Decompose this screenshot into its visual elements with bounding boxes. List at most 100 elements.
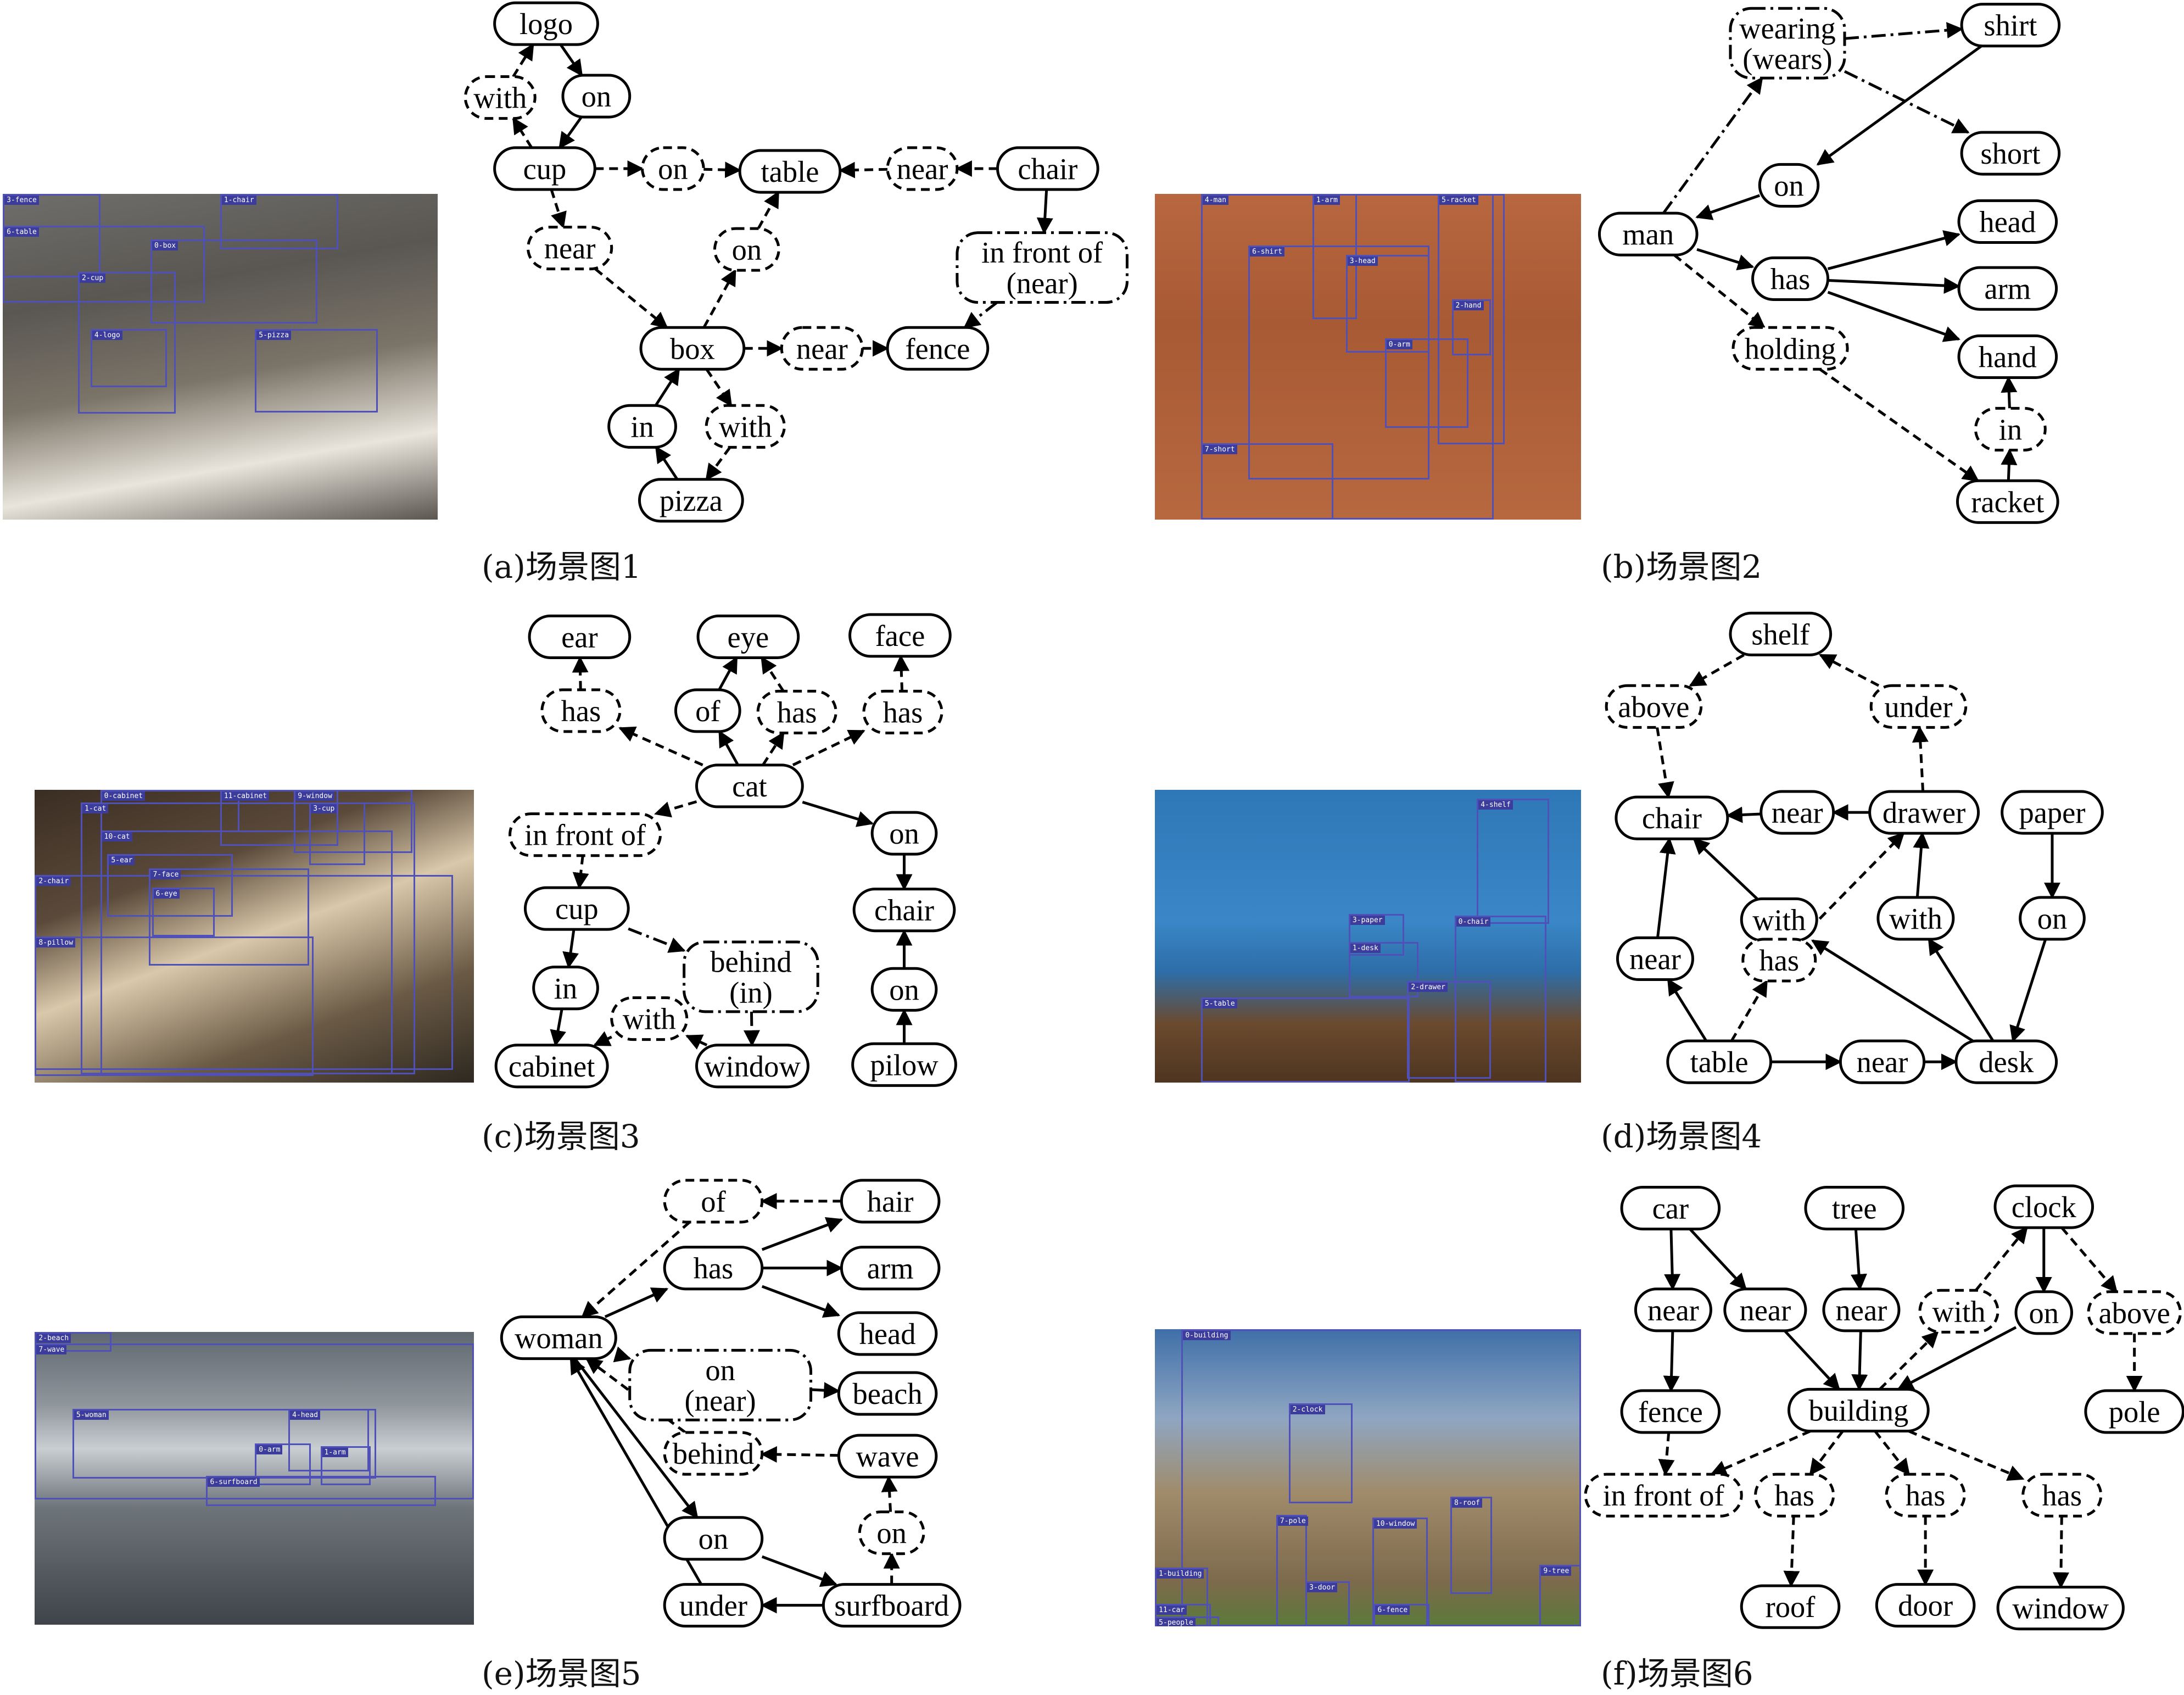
edge-e-woman-has <box>604 1287 669 1318</box>
node-label: pole <box>2109 1395 2160 1429</box>
node-label: under <box>1884 690 1952 723</box>
bounding-box-label: 8-pillow <box>36 938 76 947</box>
node-d-has: has <box>1741 938 1817 983</box>
node-f-car: car <box>1620 1186 1721 1231</box>
node-label: in <box>554 972 577 1005</box>
node-d-with2: with <box>1876 896 1955 941</box>
node-f-window: window <box>1996 1586 2125 1631</box>
edge-c-cat-has1 <box>618 726 703 767</box>
node-f-roof: roof <box>1740 1584 1841 1629</box>
node-f-infront: in front of <box>1584 1473 1743 1518</box>
node-label: on <box>732 233 762 266</box>
node-c-behind: behind(in) <box>683 940 819 1013</box>
edge-d-near1-chair <box>1725 806 1761 823</box>
bounding-box-label: 2-hand <box>1453 301 1484 311</box>
node-f-tree: tree <box>1804 1186 1905 1231</box>
edge-e-woman-onnear <box>613 1346 632 1363</box>
node-f-fence: fence <box>1620 1389 1721 1434</box>
bounding-box: 8-pillow <box>35 936 314 1076</box>
node-f-near3: near <box>1822 1287 1901 1332</box>
node-label: has <box>1906 1479 1946 1512</box>
node-c-face: face <box>848 613 952 658</box>
bounding-box-label: 7-wave <box>36 1345 67 1354</box>
node-a-with1: with <box>463 75 537 120</box>
edge-e-wave-behind <box>760 1446 839 1463</box>
bounding-box-label: 2-chair <box>36 877 71 886</box>
bounding-box-label: 5-racket <box>1439 195 1478 205</box>
node-label: hand <box>1979 340 2037 373</box>
node-label: in front of <box>1603 1479 1725 1512</box>
node-d-near2: near <box>1616 936 1694 982</box>
node-e-beach: beach <box>837 1371 938 1416</box>
node-c-has1: has <box>540 688 622 733</box>
edge-f-car-near2 <box>1689 1228 1747 1290</box>
node-label: with <box>1752 903 1806 936</box>
node-f-on: on <box>2014 1290 2074 1335</box>
node-label: table <box>1690 1045 1749 1079</box>
node-label: has <box>2042 1479 2082 1512</box>
node-c-chair: chair <box>852 888 956 933</box>
node-e-on2: on <box>858 1510 925 1555</box>
node-label: roof <box>1766 1590 1816 1624</box>
bounding-box: 2-cup <box>78 271 176 414</box>
bounding-box: 7-short <box>1200 443 1333 520</box>
caption-a: (a)场景图1 <box>482 548 641 586</box>
edge-f-on-building <box>1897 1326 2017 1391</box>
edge-d-with2-drawer <box>1913 832 1930 898</box>
bounding-box: 3-head <box>1345 255 1429 353</box>
node-b-wearing: wearing(wears) <box>1729 7 1846 80</box>
node-d-near3: near <box>1839 1039 1926 1084</box>
node-a-near2: near <box>527 226 613 271</box>
bounding-box: 4-head <box>288 1408 370 1472</box>
edge-a-cup-with1 <box>512 117 533 149</box>
node-label: under <box>679 1589 747 1622</box>
bounding-box: 1-chair <box>220 193 339 250</box>
node-d-paper: paper <box>2001 790 2104 835</box>
node-b-head: head <box>1957 199 2058 244</box>
node-c-cat: cat <box>695 763 804 809</box>
node-label: near <box>1836 1293 1887 1327</box>
node-label: man <box>1622 218 1674 251</box>
node-c-on1: on <box>870 811 938 856</box>
bounding-box: 5-ear <box>107 854 233 917</box>
node-label: window <box>2012 1592 2109 1625</box>
node-label: on <box>2037 902 2068 935</box>
node-label: pizza <box>660 484 723 517</box>
node-label: cabinet <box>509 1050 595 1083</box>
edge-f-near1-fence <box>1663 1330 1680 1392</box>
edge-e-onnear-beach <box>811 1382 841 1399</box>
node-b-holding: holding <box>1731 326 1849 371</box>
bounding-box-label: 5-woman <box>74 1410 109 1420</box>
node-label: fence <box>905 332 970 365</box>
node-d-shelf: shelf <box>1729 611 1833 656</box>
node-c-ear: ear <box>528 614 632 659</box>
node-e-under: under <box>663 1583 764 1628</box>
edge-d-table-near2 <box>1667 978 1708 1042</box>
node-c-cup: cup <box>523 886 630 931</box>
node-a-pizza: pizza <box>638 478 744 523</box>
node-label: beach <box>852 1377 922 1410</box>
node-label: (in) <box>729 975 773 1009</box>
node-label: cup <box>523 152 567 186</box>
bounding-box: 5-table <box>1200 997 1410 1083</box>
node-label: (near) <box>1007 266 1078 300</box>
edge-d-table-has <box>1730 979 1768 1042</box>
bounding-box-label: 2-beach <box>36 1334 71 1343</box>
bounding-box: 2-drawer <box>1407 981 1491 1079</box>
edge-c-has3-face <box>893 654 910 692</box>
node-e-wave: wave <box>837 1434 938 1479</box>
node-c-has3: has <box>862 689 943 734</box>
node-b-shirt: shirt <box>1960 3 2061 48</box>
bounding-box-label: 0-cabinet <box>102 791 146 801</box>
edge-d-desk-with1 <box>1811 939 1974 1042</box>
bounding-box: 6-fence <box>1373 1604 1429 1626</box>
edge-f-car-near1 <box>1664 1229 1681 1291</box>
bounding-box-label: 4-logo <box>92 330 122 340</box>
node-label: near <box>1647 1293 1699 1327</box>
node-f-clock: clock <box>1993 1184 2094 1229</box>
node-label: hair <box>867 1185 914 1218</box>
